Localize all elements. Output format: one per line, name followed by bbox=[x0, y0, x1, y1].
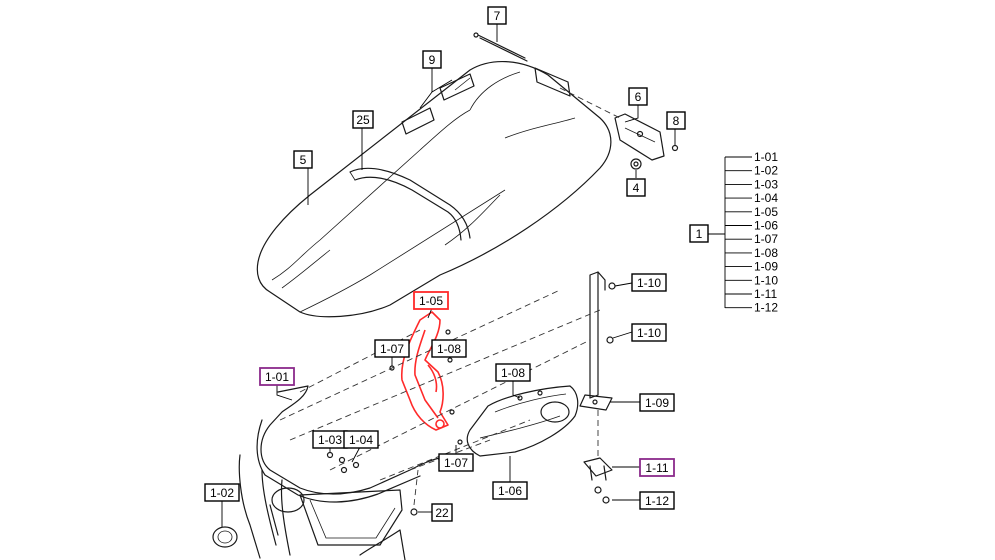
svg-text:1-03: 1-03 bbox=[318, 433, 342, 447]
svg-text:1-02: 1-02 bbox=[210, 486, 234, 500]
callout-1-02[interactable]: 1-02 bbox=[204, 483, 240, 502]
callout-1-01[interactable]: 1-01 bbox=[259, 367, 295, 386]
svg-text:1-07: 1-07 bbox=[444, 456, 468, 470]
index-item-1-09[interactable]: 1-09 bbox=[754, 260, 778, 274]
bracket-bolts bbox=[606, 282, 616, 344]
left-headlight-selected[interactable] bbox=[400, 311, 449, 431]
svg-text:1-08: 1-08 bbox=[501, 366, 525, 380]
svg-text:1-09: 1-09 bbox=[645, 396, 669, 410]
callout-25[interactable]: 25 bbox=[352, 110, 374, 129]
callout-7[interactable]: 7 bbox=[487, 6, 507, 25]
assembly-parent-callout[interactable]: 1 bbox=[689, 224, 709, 243]
index-item-1-07[interactable]: 1-07 bbox=[754, 232, 778, 246]
index-item-1-11[interactable]: 1-11 bbox=[754, 287, 777, 301]
nut bbox=[630, 158, 642, 170]
right-headlight bbox=[457, 385, 579, 457]
svg-text:8: 8 bbox=[673, 114, 680, 128]
svg-text:7: 7 bbox=[494, 9, 501, 23]
callout-1-10-mid[interactable]: 1-10 bbox=[631, 323, 667, 342]
assembly-index: 1 1-011-021-031-041-051-061-071-081-091-… bbox=[689, 150, 778, 315]
assembly-child-list: 1-011-021-031-041-051-061-071-081-091-10… bbox=[725, 150, 778, 315]
assembly-line bbox=[559, 87, 621, 119]
index-item-1-04[interactable]: 1-04 bbox=[754, 191, 778, 205]
svg-text:1-01: 1-01 bbox=[265, 370, 289, 384]
svg-text:1-05: 1-05 bbox=[419, 294, 443, 308]
svg-text:1-06: 1-06 bbox=[498, 484, 522, 498]
svg-text:1-07: 1-07 bbox=[380, 342, 404, 356]
svg-text:1-10: 1-10 bbox=[637, 276, 661, 290]
mount-plate bbox=[583, 457, 613, 481]
index-item-1-02[interactable]: 1-02 bbox=[754, 164, 778, 178]
hood-handle bbox=[349, 167, 471, 241]
callout-1-10-top[interactable]: 1-10 bbox=[631, 273, 667, 292]
index-item-1-06[interactable]: 1-06 bbox=[754, 219, 778, 233]
mount-bolts bbox=[594, 486, 610, 504]
index-item-1-10[interactable]: 1-10 bbox=[754, 273, 778, 287]
index-item-1-05[interactable]: 1-05 bbox=[754, 205, 778, 219]
callout-1-06[interactable]: 1-06 bbox=[492, 481, 528, 500]
hood-panel bbox=[256, 61, 612, 318]
grille-clips bbox=[326, 451, 360, 474]
svg-text:1-10: 1-10 bbox=[637, 326, 661, 340]
svg-text:6: 6 bbox=[635, 90, 642, 104]
callout-1-07-left[interactable]: 1-07 bbox=[374, 339, 410, 358]
callout-5[interactable]: 5 bbox=[293, 150, 313, 169]
bolt bbox=[671, 144, 679, 152]
index-item-1-08[interactable]: 1-08 bbox=[754, 246, 778, 260]
callout-1-11[interactable]: 1-11 bbox=[639, 458, 675, 477]
callout-1-05[interactable]: 1-05 bbox=[413, 291, 449, 310]
callout-1-04[interactable]: 1-04 bbox=[343, 430, 379, 449]
callout-1-12[interactable]: 1-12 bbox=[639, 491, 675, 510]
index-item-1-01[interactable]: 1-01 bbox=[754, 150, 778, 164]
leader-lines bbox=[221, 24, 676, 527]
index-item-1-03[interactable]: 1-03 bbox=[754, 177, 778, 191]
callout-9[interactable]: 9 bbox=[422, 50, 442, 69]
hinge-plate bbox=[614, 113, 665, 161]
support-bracket bbox=[579, 271, 613, 411]
svg-text:1-08: 1-08 bbox=[437, 342, 461, 356]
callout-1-08-left[interactable]: 1-08 bbox=[431, 339, 467, 358]
svg-text:22: 22 bbox=[435, 506, 449, 520]
svg-text:4: 4 bbox=[633, 181, 640, 195]
hood-bracket bbox=[534, 67, 571, 97]
svg-text:1-12: 1-12 bbox=[645, 494, 669, 508]
vent-grille bbox=[401, 73, 475, 135]
svg-text:1-11: 1-11 bbox=[645, 461, 668, 475]
callout-1-03[interactable]: 1-03 bbox=[312, 430, 348, 449]
hood-rod bbox=[473, 32, 528, 62]
svg-text:1: 1 bbox=[696, 227, 703, 241]
svg-text:1-04: 1-04 bbox=[349, 433, 373, 447]
callout-8[interactable]: 8 bbox=[666, 111, 686, 130]
front-emblem bbox=[212, 526, 238, 548]
callout-1-08-right[interactable]: 1-08 bbox=[495, 363, 531, 382]
headlight-screws bbox=[389, 329, 455, 415]
index-item-1-12[interactable]: 1-12 bbox=[754, 301, 778, 315]
svg-text:5: 5 bbox=[300, 153, 307, 167]
callout-1-07-right[interactable]: 1-07 bbox=[438, 453, 474, 472]
svg-text:25: 25 bbox=[356, 113, 370, 127]
front-grille-frame bbox=[238, 385, 441, 560]
callout-6[interactable]: 6 bbox=[628, 87, 648, 106]
screw-22 bbox=[410, 508, 418, 516]
svg-text:9: 9 bbox=[429, 53, 436, 67]
callout-1-09[interactable]: 1-09 bbox=[639, 393, 675, 412]
callout-22[interactable]: 22 bbox=[431, 503, 453, 522]
callout-4[interactable]: 4 bbox=[626, 178, 646, 197]
